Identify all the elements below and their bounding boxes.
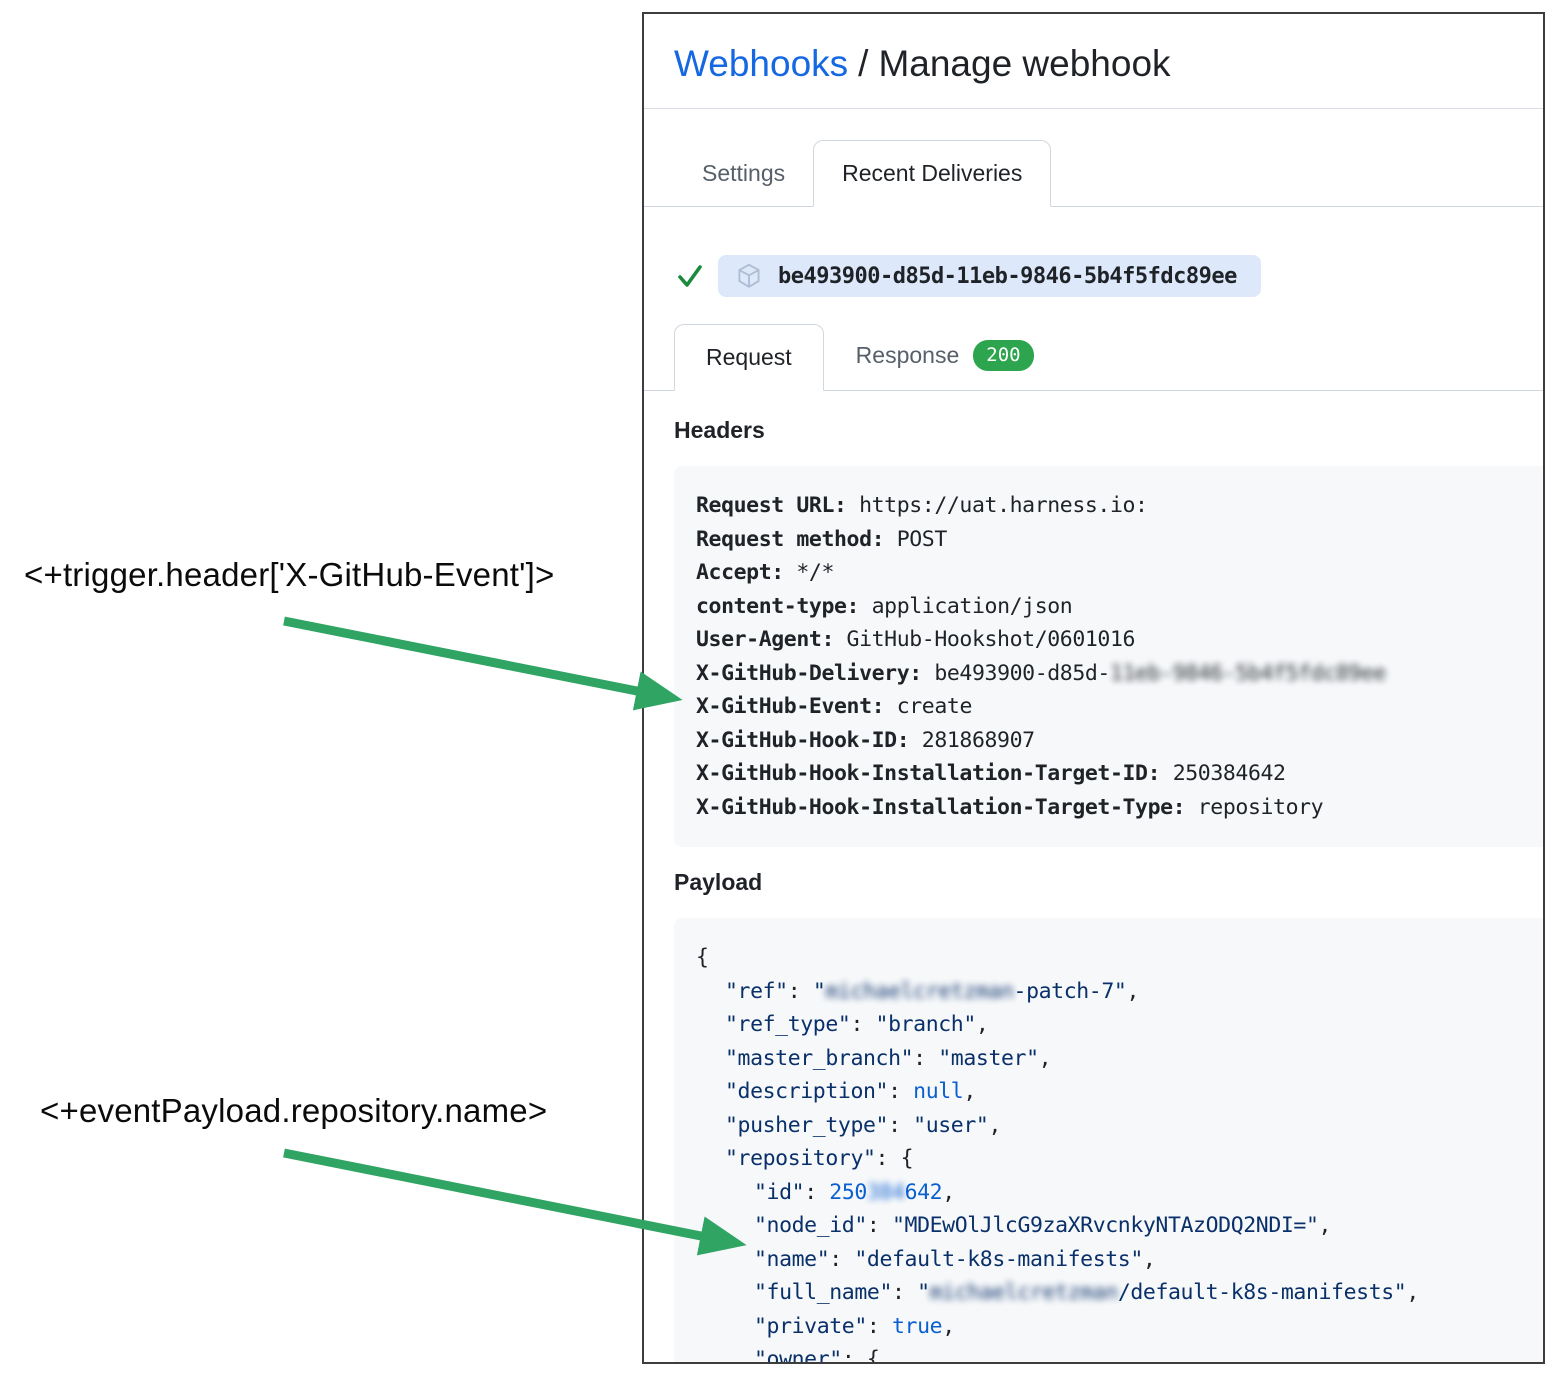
request-header-line: content-type: application/json: [696, 593, 1073, 619]
success-check-icon: [678, 265, 702, 287]
page-title-text: Manage webhook: [878, 43, 1171, 84]
title-divider: [644, 108, 1543, 109]
request-response-tabbar: Request Response 200: [644, 321, 1543, 391]
payload-json-line: "owner": {: [754, 1347, 880, 1364]
webhook-tabbar: Settings Recent Deliveries: [644, 140, 1543, 207]
request-header-line: X-GitHub-Hook-ID: 281868907: [696, 727, 1035, 753]
delivery-guid-pill[interactable]: be493900-d85d-11eb-9846-5b4f5fdc89ee: [718, 255, 1261, 297]
response-status-badge: 200: [973, 340, 1034, 371]
request-header-line: X-GitHub-Event: create: [696, 694, 972, 719]
request-header-line: X-GitHub-Hook-Installation-Target-ID: 25…: [696, 761, 1286, 786]
breadcrumb-webhooks-link[interactable]: Webhooks: [674, 43, 849, 84]
payload-json-line: "node_id": "MDEwOlJlcG9zaXRvcnkyNTAzODQ2…: [754, 1213, 1332, 1238]
page-title: Webhooks/Manage webhook: [674, 42, 1513, 86]
payload-json-line: "repository": {: [725, 1146, 914, 1171]
payload-json-line: "id": 250384642,: [754, 1179, 955, 1205]
tab-settings[interactable]: Settings: [702, 160, 786, 186]
payload-code-box: { "ref": "michaelcretzman-patch-7", "ref_t…: [674, 918, 1543, 1364]
payload-json-line: "ref": "michaelcretzman-patch-7",: [725, 978, 1139, 1004]
payload-json-line: "full_name": "michaelcretzman/default-k8…: [754, 1280, 1419, 1305]
annotation-event-payload-label: <+eventPayload.repository.name>: [40, 1092, 548, 1129]
payload-json-line: "private": true,: [754, 1313, 955, 1339]
delivery-row: be493900-d85d-11eb-9846-5b4f5fdc89ee: [674, 255, 1543, 297]
tab-response-label: Response: [855, 342, 960, 368]
request-header-line: X-GitHub-Hook-Installation-Target-Type: …: [696, 794, 1324, 820]
delivery-guid: be493900-d85d-11eb-9846-5b4f5fdc89ee: [778, 263, 1237, 289]
headers-code-box: Request URL: https://uat.harness.io: Requ…: [674, 466, 1543, 847]
request-header-line: Accept: */*: [696, 560, 834, 585]
request-header-line: X-GitHub-Delivery: be493900-d85d-11eb-98…: [696, 660, 1386, 686]
payload-json-line: "description": null,: [725, 1079, 976, 1104]
request-header-line: Request URL: https://uat.harness.io:: [696, 493, 1148, 518]
package-icon: [738, 263, 760, 288]
arrow-to-github-event: [283, 616, 683, 711]
manage-webhook-panel: Webhooks/Manage webhook Settings Recent …: [642, 12, 1545, 1364]
payload-json-line: {: [696, 945, 709, 970]
annotation-trigger-header-label: <+trigger.header['X-GitHub-Event']>: [24, 556, 555, 593]
breadcrumb-separator: /: [858, 43, 869, 84]
request-header-line: User-Agent: GitHub-Hookshot/0601016: [696, 627, 1136, 652]
tab-recent-deliveries[interactable]: Recent Deliveries: [813, 140, 1052, 207]
headers-section-title: Headers: [674, 417, 765, 443]
tab-response[interactable]: Response 200: [824, 321, 1054, 390]
tab-request[interactable]: Request: [674, 324, 824, 391]
payload-json-line: "name": "default-k8s-manifests",: [754, 1246, 1156, 1272]
payload-json-line: "ref_type": "branch",: [725, 1012, 989, 1037]
payload-section-title: Payload: [674, 869, 763, 895]
payload-json-line: "pusher_type": "user",: [725, 1112, 1001, 1138]
payload-json-line: "master_branch": "master",: [725, 1045, 1052, 1071]
request-header-line: Request method: POST: [696, 526, 947, 552]
